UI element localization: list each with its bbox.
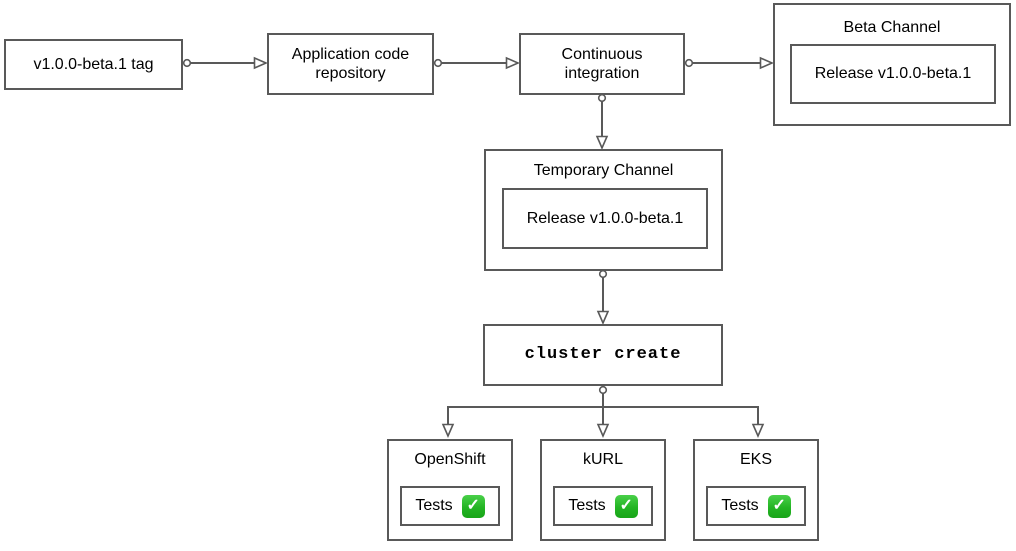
beta-release-box: Release v1.0.0-beta.1 [790, 44, 996, 104]
node-continuous-integration: Continuous integration [519, 33, 685, 95]
cluster-create-label: cluster create [524, 344, 682, 364]
eks-label: EKS [739, 451, 772, 468]
beta-release-label: Release v1.0.0-beta.1 [814, 65, 972, 83]
node-eks: EKS Tests ✓ [693, 439, 819, 541]
openshift-tests-box: Tests ✓ [400, 486, 500, 526]
node-cluster-create: cluster create [483, 324, 723, 386]
node-temporary-channel: Temporary Channel Release v1.0.0-beta.1 [484, 149, 723, 271]
check-icon: ✓ [461, 494, 485, 518]
temporary-release-label: Release v1.0.0-beta.1 [526, 209, 684, 227]
check-icon: ✓ [767, 494, 791, 518]
node-beta-channel: Beta Channel Release v1.0.0-beta.1 [773, 3, 1011, 126]
version-tag-label: v1.0.0-beta.1 tag [33, 55, 154, 73]
node-kurl: kURL Tests ✓ [540, 439, 666, 541]
application-code-repository-label: Application code repository [291, 45, 410, 82]
node-version-tag: v1.0.0-beta.1 tag [4, 39, 183, 90]
continuous-integration-label: Continuous integration [561, 45, 643, 82]
node-openshift: OpenShift Tests ✓ [387, 439, 513, 541]
beta-channel-label: Beta Channel [843, 19, 941, 36]
openshift-label: OpenShift [414, 451, 486, 468]
kurl-tests-box: Tests ✓ [553, 486, 653, 526]
check-icon: ✓ [614, 494, 638, 518]
eks-tests-box: Tests ✓ [706, 486, 806, 526]
temporary-channel-label: Temporary Channel [533, 162, 674, 179]
kurl-tests-label: Tests [568, 497, 606, 515]
openshift-tests-label: Tests [415, 497, 453, 515]
temporary-release-box: Release v1.0.0-beta.1 [502, 188, 708, 249]
kurl-label: kURL [582, 451, 623, 468]
node-application-code-repository: Application code repository [267, 33, 434, 95]
edge-cluster-create-to-openshift [441, 406, 603, 439]
eks-tests-label: Tests [721, 497, 759, 515]
edge-cluster-create-to-eks [603, 406, 765, 439]
